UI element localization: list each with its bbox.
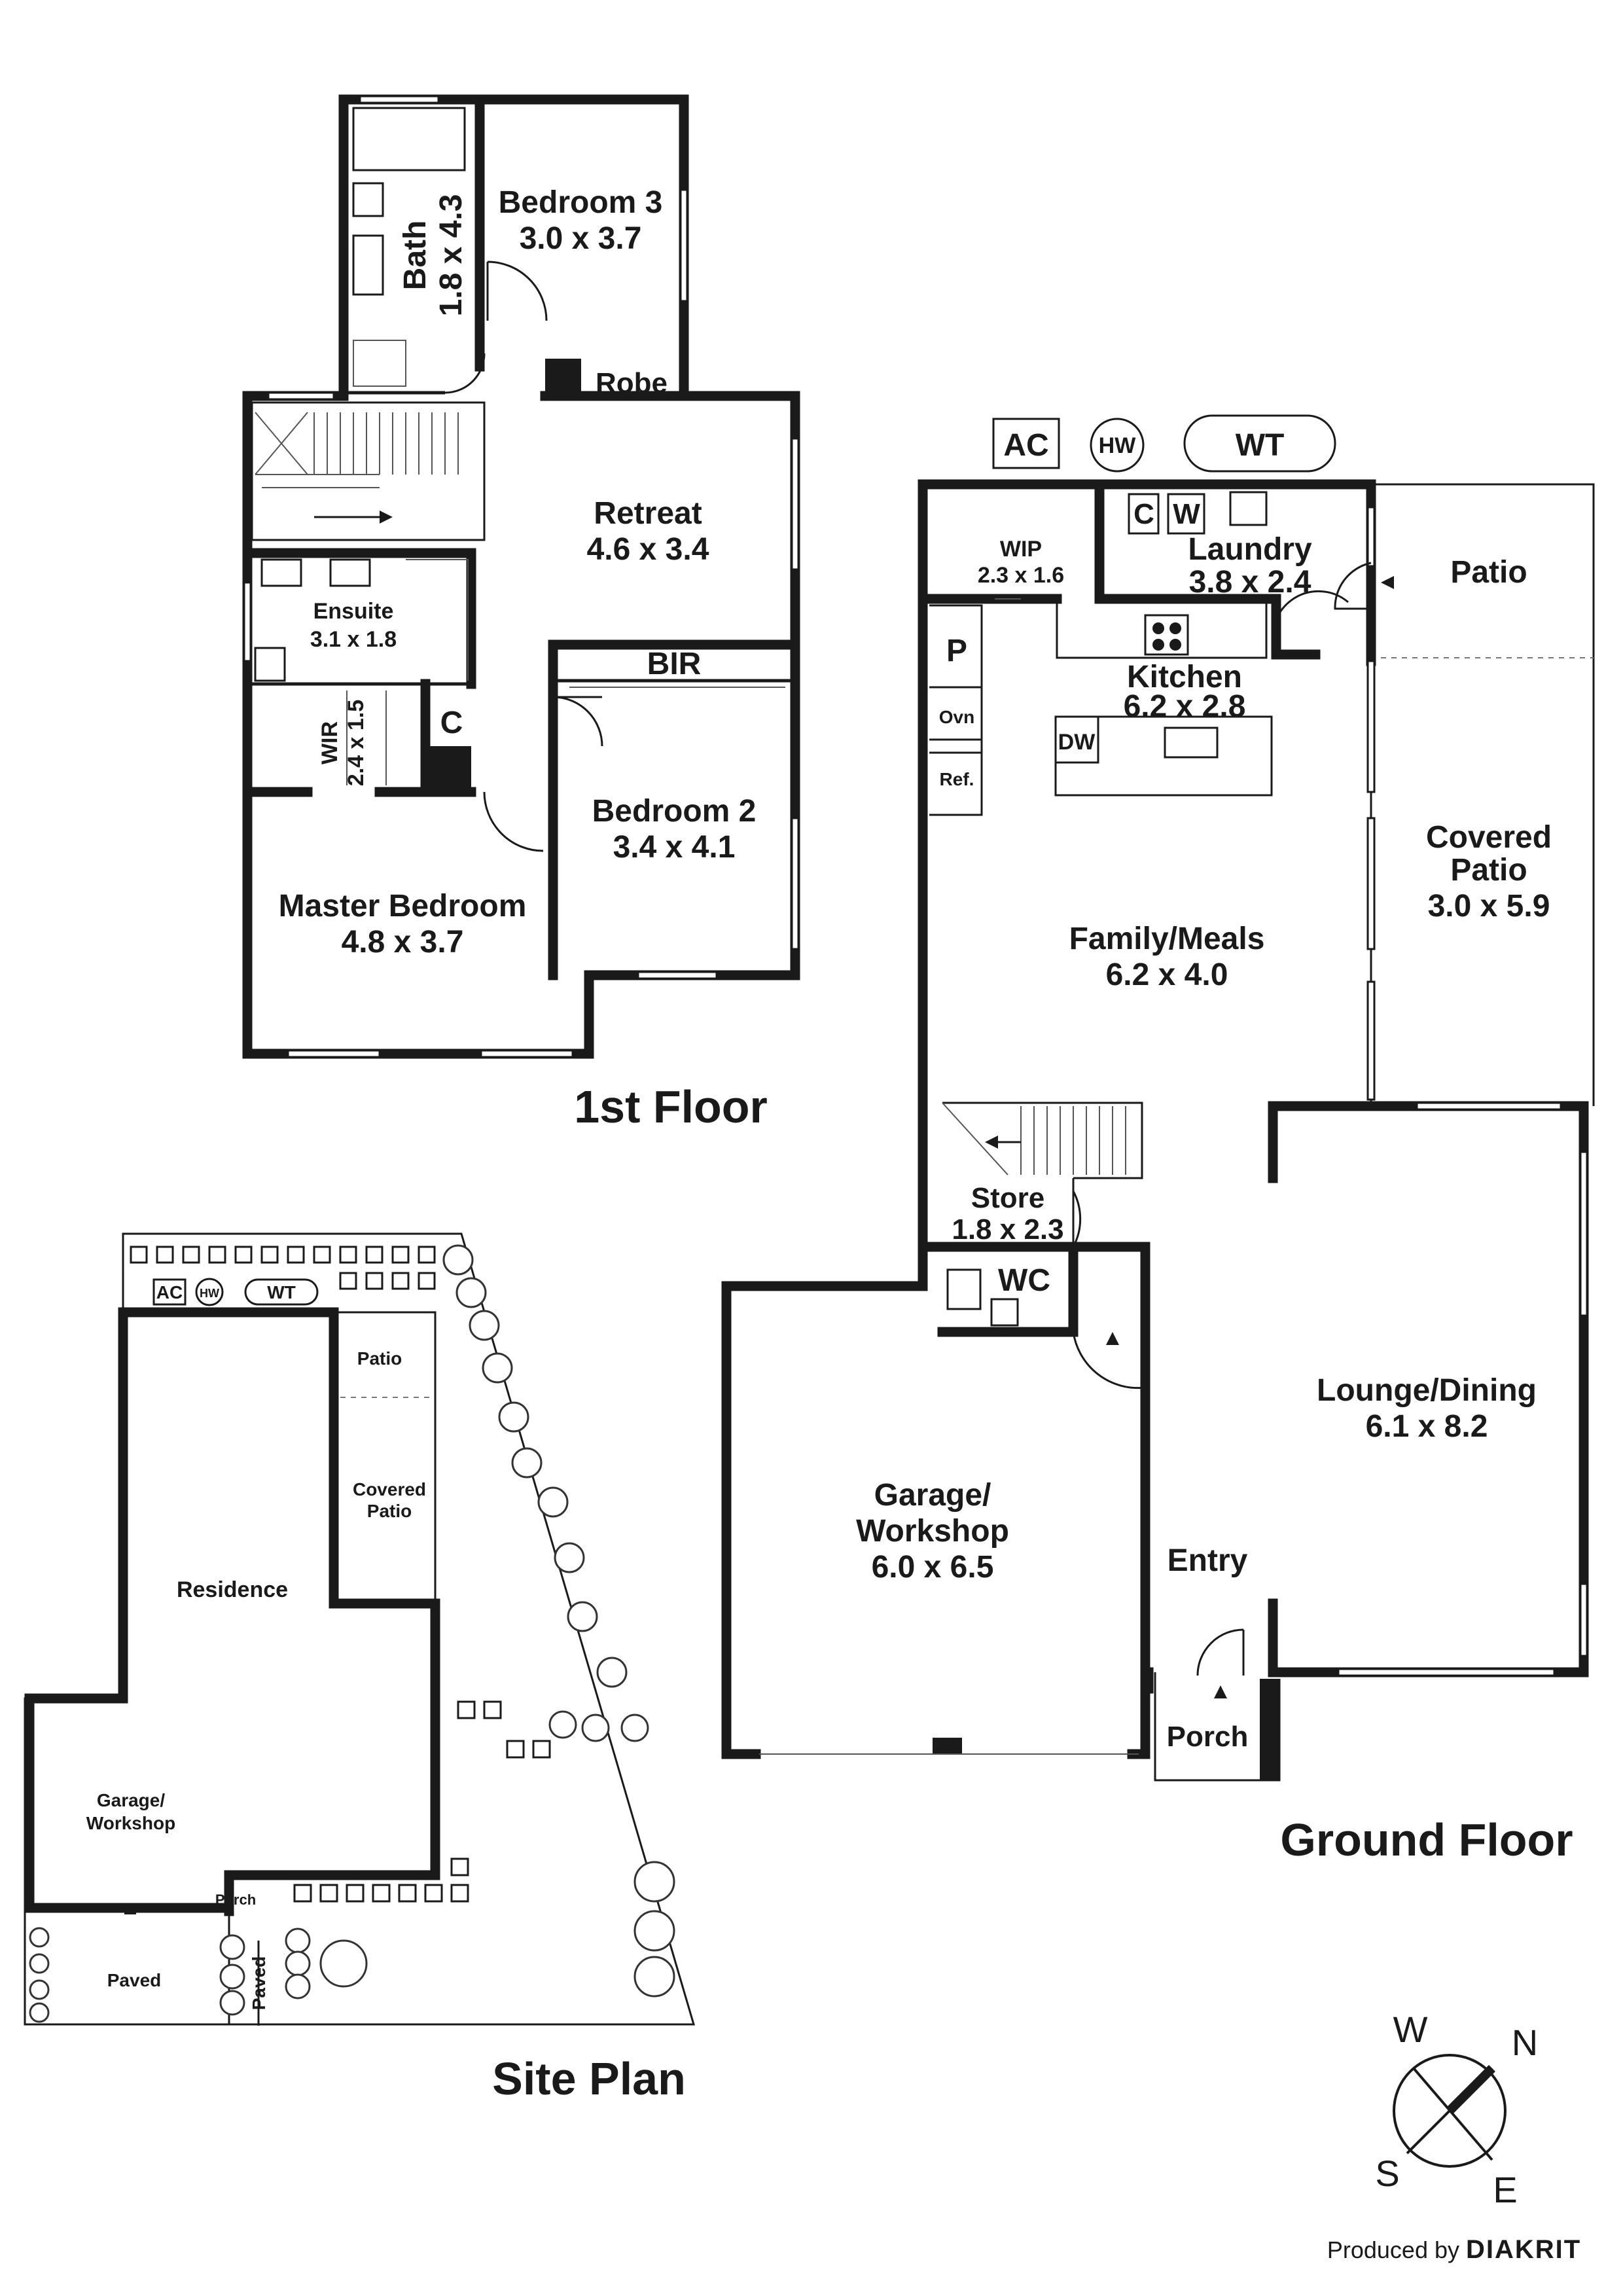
- compass-north: N: [1512, 2022, 1538, 2063]
- kitchen-size: 6.2 x 2.8: [1124, 689, 1246, 724]
- produced-by-text: Produced by: [1327, 2236, 1459, 2263]
- wc-label: WC: [998, 1263, 1050, 1298]
- ground-floor-plan: AC HW WT: [721, 414, 1595, 1865]
- ac-label: AC: [1003, 428, 1048, 463]
- wir-size: 2.4 x 1.5: [344, 700, 368, 786]
- compass: W N S E: [1375, 2009, 1538, 2210]
- washer-label: W: [1173, 498, 1200, 530]
- site-garage-label-2: Workshop: [86, 1813, 175, 1833]
- site-residence-label: Residence: [177, 1577, 288, 1602]
- ensuite-size: 3.1 x 1.8: [310, 627, 397, 652]
- robe-label: Robe: [596, 367, 668, 399]
- site-paved-label: Paved: [107, 1970, 162, 1990]
- pantry-label: P: [946, 634, 967, 668]
- site-hw-label: HW: [200, 1287, 219, 1300]
- ensuite-label: Ensuite: [313, 599, 394, 624]
- first-floor-plan: Bedroom 3 3.0 x 3.7 Bath 1.8 x 4.3 Robe …: [242, 94, 800, 1132]
- ground-floor-title: Ground Floor: [1280, 1814, 1573, 1865]
- bath-label: Bath: [398, 221, 433, 291]
- linen-label: C: [440, 706, 463, 740]
- fridge-label: Ref.: [940, 769, 974, 789]
- covered-patio-label-2: Patio: [1450, 853, 1527, 888]
- store-size: 1.8 x 2.3: [952, 1213, 1063, 1246]
- garage-size: 6.0 x 6.5: [872, 1550, 994, 1585]
- site-plan: AC HW WT: [24, 1232, 696, 2104]
- bedroom3-size: 3.0 x 3.7: [520, 221, 642, 256]
- porch-label: Porch: [1167, 1721, 1249, 1753]
- site-plan-title: Site Plan: [492, 2053, 686, 2104]
- covered-patio-label-1: Covered: [1426, 820, 1552, 855]
- site-planter-row: [130, 1246, 436, 1290]
- site-covered-label-2: Patio: [367, 1501, 412, 1521]
- credit: Produced by DIAKRIT: [1327, 2235, 1581, 2264]
- wip-label: WIP: [1000, 537, 1042, 562]
- site-hedges: [293, 1700, 551, 1903]
- hw-label: HW: [1099, 433, 1137, 458]
- lounge-label: Lounge/Dining: [1317, 1373, 1537, 1408]
- cupboard-label: C: [1133, 498, 1154, 530]
- compass-west: W: [1393, 2009, 1428, 2050]
- patio-label: Patio: [1450, 555, 1527, 590]
- lounge-size: 6.1 x 8.2: [1366, 1409, 1488, 1444]
- entry-label: Entry: [1168, 1543, 1248, 1578]
- bir-label: BIR: [647, 647, 702, 681]
- wir-label: WIR: [317, 721, 342, 764]
- laundry-size: 3.8 x 2.4: [1189, 565, 1311, 600]
- wip-size: 2.3 x 1.6: [978, 563, 1064, 588]
- master-bedroom-label: Master Bedroom: [279, 889, 527, 924]
- store-label: Store: [971, 1182, 1044, 1214]
- dishwasher-label: DW: [1058, 730, 1096, 755]
- bedroom3-label: Bedroom 3: [499, 185, 663, 220]
- retreat-size: 4.6 x 3.4: [587, 532, 709, 567]
- site-paved-small-label: Paved: [249, 1956, 269, 2011]
- covered-patio-size: 3.0 x 5.9: [1428, 889, 1550, 924]
- compass-south: S: [1375, 2153, 1399, 2194]
- retreat-label: Retreat: [594, 496, 702, 531]
- bedroom2-label: Bedroom 2: [592, 794, 757, 829]
- bath-size: 1.8 x 4.3: [434, 194, 469, 317]
- laundry-label: Laundry: [1188, 532, 1312, 567]
- site-wt-label: WT: [267, 1282, 296, 1302]
- site-garage-label-1: Garage/: [97, 1790, 165, 1810]
- family-size: 6.2 x 4.0: [1106, 958, 1228, 992]
- kitchen-label: Kitchen: [1127, 660, 1242, 694]
- master-bedroom-size: 4.8 x 3.7: [342, 925, 464, 960]
- site-porch-label: Porch: [215, 1892, 256, 1908]
- garage-label-2: Workshop: [856, 1514, 1009, 1549]
- oven-label: Ovn: [939, 707, 974, 727]
- bedroom2-size: 3.4 x 4.1: [613, 830, 736, 865]
- family-label: Family/Meals: [1069, 922, 1265, 956]
- brand-logo: DIAKRIT: [1466, 2235, 1581, 2264]
- site-ac-label: AC: [156, 1282, 183, 1302]
- site-covered-label-1: Covered: [353, 1479, 426, 1499]
- wt-label: WT: [1236, 428, 1285, 463]
- compass-east: E: [1493, 2169, 1517, 2210]
- site-patio-label: Patio: [357, 1348, 402, 1369]
- first-floor-title: 1st Floor: [574, 1081, 768, 1132]
- garage-label-1: Garage/: [874, 1478, 991, 1513]
- site-trees: [29, 1244, 675, 2023]
